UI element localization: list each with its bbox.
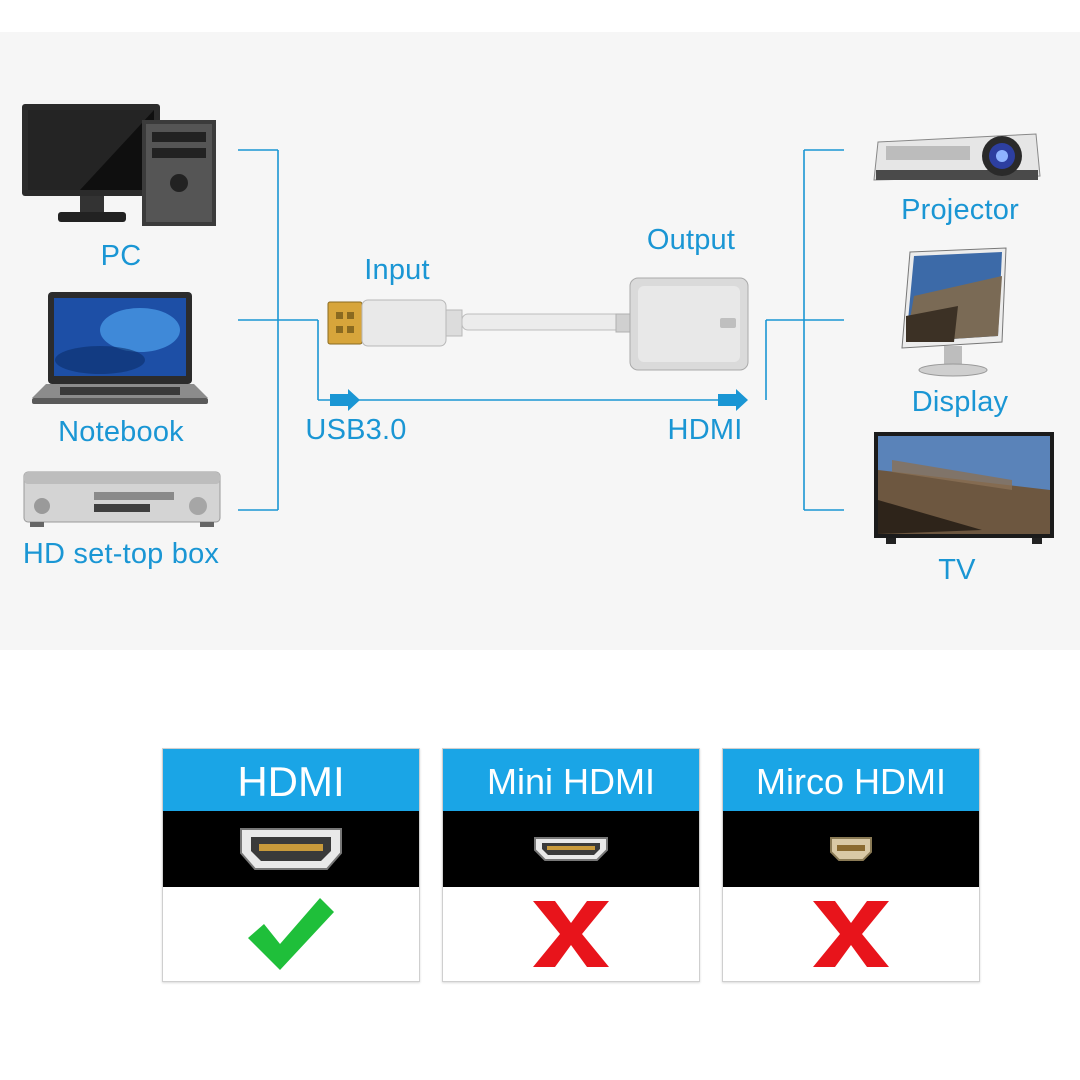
compat-card-hdmi: HDMI: [162, 748, 420, 982]
red-x-icon: [533, 901, 609, 967]
card-result: [163, 887, 419, 981]
card-title: Mirco HDMI: [723, 749, 979, 811]
target-label-projector: Projector: [901, 194, 1019, 226]
green-check-icon: [248, 898, 334, 970]
card-result: [723, 887, 979, 981]
card-title: Mini HDMI: [443, 749, 699, 811]
output-label: Output: [646, 224, 736, 256]
compat-card-mini-hdmi: Mini HDMI: [442, 748, 700, 982]
source-label-set-top-box: HD set-top box: [22, 538, 220, 570]
red-x-icon: [813, 901, 889, 967]
target-label-display: Display: [911, 386, 1009, 418]
mini-hdmi-port-icon: [534, 837, 608, 861]
card-title: HDMI: [163, 749, 419, 811]
card-port: [163, 811, 419, 887]
laptop-icon: [32, 292, 208, 404]
desktop-pc-icon: [22, 104, 216, 226]
micro-hdmi-port-icon: [830, 837, 872, 861]
monitor-icon: [901, 247, 1007, 377]
compat-card-micro-hdmi: Mirco HDMI: [722, 748, 980, 982]
usb-port-label: USB3.0: [305, 414, 407, 446]
card-port: [443, 811, 699, 887]
flow-arrows: [330, 389, 748, 411]
card-port: [723, 811, 979, 887]
tv-icon: [874, 432, 1054, 544]
hdmi-port-label: HDMI: [667, 414, 743, 446]
target-label-tv: TV: [938, 554, 976, 586]
input-label: Input: [364, 254, 430, 286]
source-label-notebook: Notebook: [58, 416, 184, 448]
set-top-box-icon: [23, 471, 221, 527]
source-label-pc: PC: [100, 240, 142, 272]
hdmi-port-icon: [240, 828, 342, 870]
card-result: [443, 887, 699, 981]
projector-icon: [873, 133, 1041, 181]
usb-hdmi-adapter-icon: [327, 277, 749, 371]
